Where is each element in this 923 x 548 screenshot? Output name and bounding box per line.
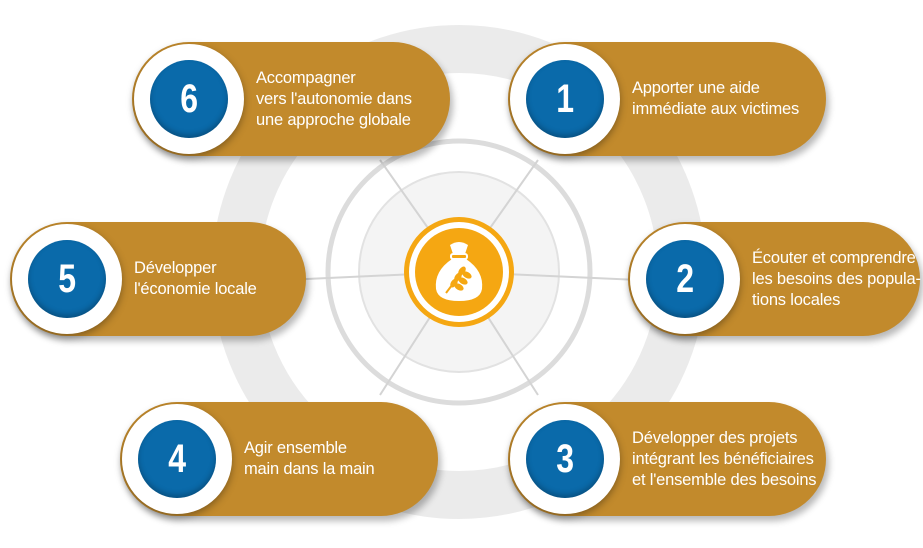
step-label-line: main dans la main xyxy=(244,460,375,478)
step-1: 1 Apporter une aide immédiate aux victim… xyxy=(508,42,826,156)
step-label-line: Apporter une aide xyxy=(632,79,760,97)
center-hub xyxy=(404,217,514,327)
step-label-line: immédiate aux victimes xyxy=(632,100,800,118)
step-number: 6 xyxy=(180,77,198,121)
step-3: 3 Développer des projets intégrant les b… xyxy=(508,402,826,516)
step-label-line: vers l'autonomie dans xyxy=(256,89,412,108)
step-label-line: et l'ensemble des besoins xyxy=(632,470,817,489)
step-badge: 3 xyxy=(510,404,620,514)
step-label-line: intégrant les bénéficiaires xyxy=(632,449,814,468)
step-number: 4 xyxy=(168,437,186,481)
step-4: 4 Agir ensemble main dans la main xyxy=(120,402,438,516)
step-label-line: Développer xyxy=(134,259,217,277)
step-label-line: l'économie locale xyxy=(134,280,257,298)
step-label-line: Agir ensemble xyxy=(244,439,347,457)
step-badge: 5 xyxy=(12,224,122,334)
inner-ring xyxy=(325,138,593,406)
step-5: 5 Développer l'économie locale xyxy=(10,222,306,336)
step-number: 1 xyxy=(556,77,574,121)
step-number: 3 xyxy=(556,437,574,481)
step-label: Agir ensemble main dans la main xyxy=(244,402,375,516)
step-label: Apporter une aide immédiate aux victimes xyxy=(632,42,799,156)
step-label: Écouter et comprendre les besoins des po… xyxy=(752,222,921,336)
step-label-line: tions locales xyxy=(752,290,841,309)
step-label-line: une approche globale xyxy=(256,110,411,129)
step-label: Développer des projets intégrant les bén… xyxy=(632,402,817,516)
step-label-line: Développer des projets xyxy=(632,428,798,447)
step-badge: 1 xyxy=(510,44,620,154)
step-badge: 4 xyxy=(122,404,232,514)
step-badge: 6 xyxy=(134,44,244,154)
step-number: 2 xyxy=(676,257,694,301)
step-badge: 2 xyxy=(630,224,740,334)
grain-sack-icon xyxy=(415,228,503,316)
step-label: Développer l'économie locale xyxy=(134,222,257,336)
step-label-line: Écouter et comprendre xyxy=(752,248,916,267)
step-6: 6 Accompagner vers l'autonomie dans une … xyxy=(132,42,450,156)
step-label: Accompagner vers l'autonomie dans une ap… xyxy=(256,42,412,156)
step-number: 5 xyxy=(58,257,76,301)
step-2: 2 Écouter et comprendre les besoins des … xyxy=(628,222,921,336)
step-label-line: Accompagner xyxy=(256,68,356,87)
step-label-line: les besoins des popula- xyxy=(752,269,921,288)
